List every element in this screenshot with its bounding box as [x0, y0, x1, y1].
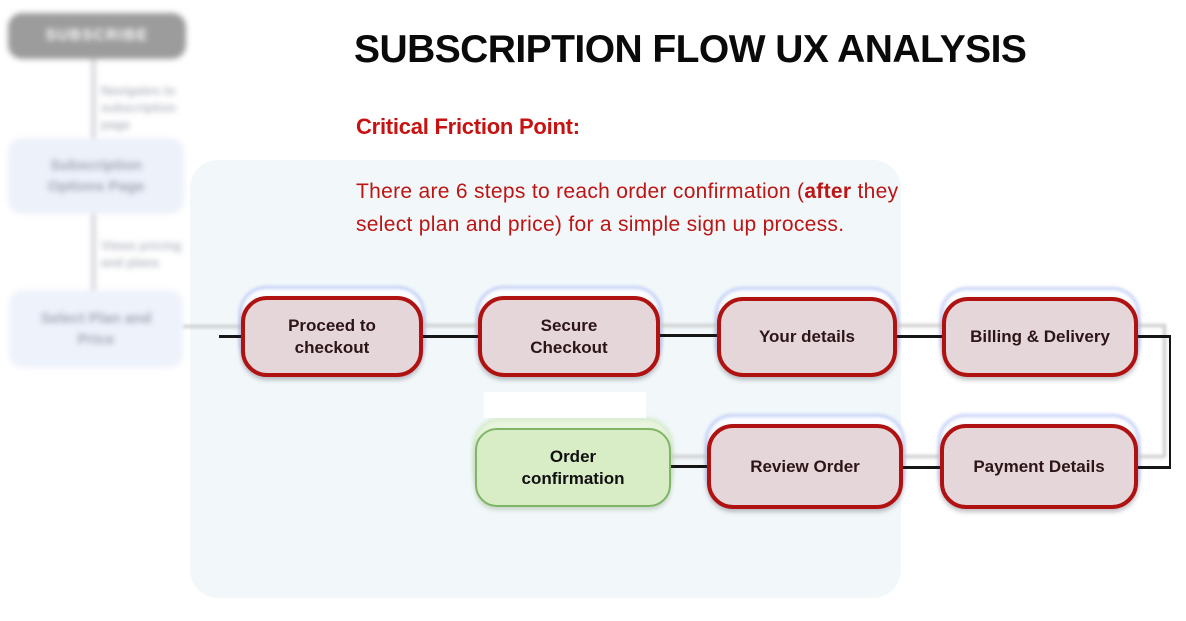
friction-description-suffix: they select plan and price) for a simple…: [356, 180, 899, 236]
connector: [900, 466, 943, 469]
flow-connector-vertical-1: [92, 59, 95, 139]
friction-description-prefix: There are 6 steps to reach order confirm…: [356, 180, 805, 203]
ghost-line: [896, 324, 943, 327]
node-payment-details: Payment Details: [940, 424, 1138, 509]
subscribe-node: SUBSCRIBE: [8, 13, 186, 59]
connector-vertical: [1168, 335, 1171, 468]
node-review-order: Review Order: [707, 424, 903, 509]
ghost-line: [660, 324, 718, 327]
edge-caption-views-pricing: Views pricing and plans: [101, 239, 182, 270]
connector: [668, 465, 710, 468]
ghost-line: [423, 324, 479, 327]
connector: [894, 335, 944, 338]
ghost-line: [1137, 324, 1165, 327]
ghost-line: [671, 455, 708, 458]
node-your-details: Your details: [717, 297, 897, 377]
connector: [1135, 466, 1171, 469]
friction-description: There are 6 steps to reach order confirm…: [356, 175, 936, 241]
edge-caption-navigates: Navigates to subscription page: [101, 84, 177, 132]
friction-description-bold: after: [804, 180, 852, 203]
ghost-line: [1138, 455, 1165, 458]
node-billing-delivery: Billing & Delivery: [942, 297, 1138, 377]
subscription-options-node: Subscription Options Page: [8, 138, 184, 214]
page-title: SUBSCRIPTION FLOW UX ANALYSIS: [354, 28, 1027, 71]
ghost-line: [1163, 324, 1166, 457]
ghost-line: [903, 455, 941, 458]
connector: [657, 334, 720, 337]
select-plan-node: Select Plan and Price: [9, 290, 183, 368]
analysis-panel: [190, 160, 901, 598]
connector: [1135, 335, 1171, 338]
flow-connector-vertical-2: [92, 214, 95, 291]
node-order-confirmation: Order confirmation: [475, 428, 671, 507]
connector: [420, 335, 480, 338]
critical-friction-heading: Critical Friction Point:: [356, 114, 580, 139]
white-patch: [484, 392, 646, 418]
node-proceed-to-checkout: Proceed to checkout: [241, 296, 423, 377]
ghost-line: [183, 325, 243, 328]
subscribe-label: SUBSCRIBE: [45, 27, 149, 44]
connector: [219, 335, 243, 338]
node-secure-checkout: Secure Checkout: [478, 296, 660, 377]
